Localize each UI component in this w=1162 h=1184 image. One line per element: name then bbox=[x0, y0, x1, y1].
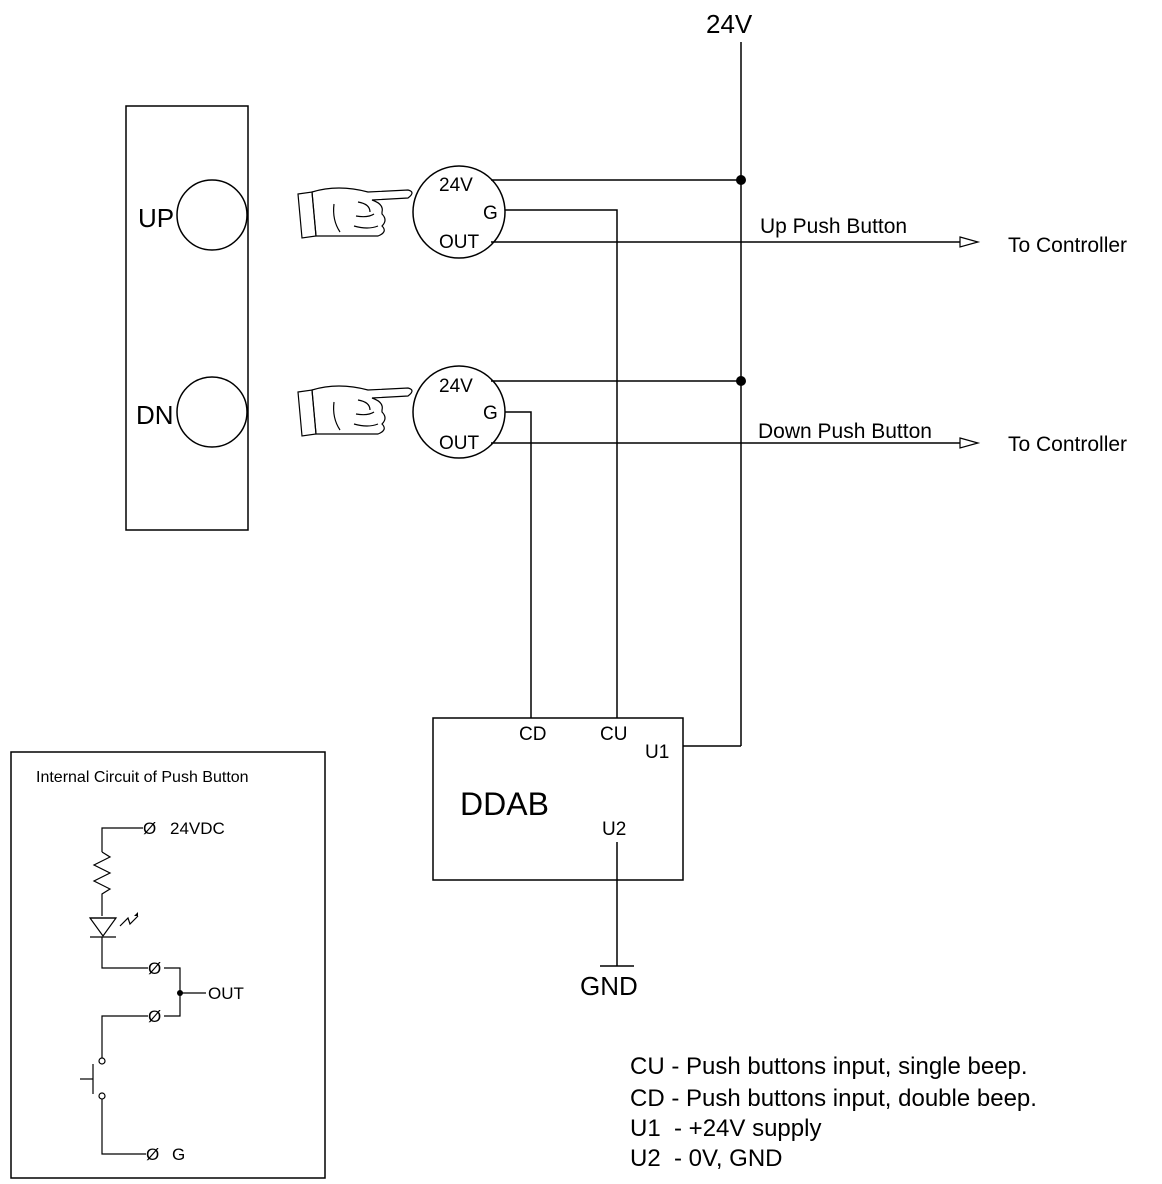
up-button bbox=[176, 179, 248, 251]
up-line-label: Up Push Button bbox=[760, 215, 907, 238]
terminal-g-symbol: Ø bbox=[146, 1145, 159, 1164]
terminal-mid1-symbol: Ø bbox=[148, 959, 161, 978]
ddab-pin-cu: CU bbox=[600, 724, 627, 745]
terminal-g-label: G bbox=[172, 1145, 185, 1164]
button-panel: UP DN bbox=[125, 105, 249, 531]
ddab-pin-u1: U1 bbox=[645, 742, 669, 763]
terminal-24vdc-label: 24VDC bbox=[170, 819, 225, 838]
legend-line-u2: U2 - 0V, GND bbox=[630, 1145, 783, 1172]
led-icon bbox=[88, 912, 139, 938]
terminal-out-label: OUT bbox=[208, 984, 244, 1003]
ground-label: GND bbox=[580, 971, 638, 1001]
dn-pin-24v: 24V bbox=[439, 376, 473, 397]
dn-label: DN bbox=[136, 400, 174, 430]
ddab-pin-cd: CD bbox=[519, 724, 546, 745]
ddab-module: DDAB CD CU U1 U2 bbox=[432, 717, 684, 881]
supply-label: 24V bbox=[706, 9, 753, 39]
up-label: UP bbox=[138, 203, 174, 233]
wire-dn-g-to-cd bbox=[505, 411, 532, 718]
dn-pin-g: G bbox=[483, 403, 498, 424]
up-pin-g: G bbox=[483, 203, 498, 224]
up-pin-24v: 24V bbox=[439, 175, 473, 196]
arrow-dn-out-icon bbox=[959, 437, 981, 449]
hand-pointer-dn-icon bbox=[297, 385, 413, 437]
dn-line-label: Down Push Button bbox=[758, 420, 932, 443]
dn-button bbox=[176, 376, 248, 448]
hand-pointer-up-icon bbox=[297, 187, 413, 239]
terminal-mid2-symbol: Ø bbox=[148, 1007, 161, 1026]
legend: CU - Push buttons input, single beep. CD… bbox=[630, 1053, 1037, 1172]
up-pin-out: OUT bbox=[439, 232, 480, 253]
legend-line-cd: CD - Push buttons input, double beep. bbox=[630, 1085, 1037, 1112]
resistor-icon bbox=[92, 851, 112, 916]
up-push-button-symbol: 24V G OUT bbox=[412, 165, 506, 259]
dn-pin-out: OUT bbox=[439, 433, 480, 454]
pushbutton-switch-icon bbox=[80, 1057, 106, 1100]
wire-up-g-to-cu bbox=[505, 209, 618, 718]
dn-push-button-symbol: 24V G OUT bbox=[412, 365, 506, 459]
internal-circuit-inset: Internal Circuit of Push Button Ø 24VDC … bbox=[10, 751, 326, 1179]
ddab-pin-u2: U2 bbox=[602, 819, 626, 840]
internal-circuit-title: Internal Circuit of Push Button bbox=[36, 769, 249, 786]
dn-dest-label: To Controller bbox=[1008, 433, 1127, 456]
up-dest-label: To Controller bbox=[1008, 234, 1127, 257]
arrow-up-out-icon bbox=[959, 236, 981, 248]
legend-line-u1: U1 - +24V supply bbox=[630, 1115, 821, 1142]
terminal-24vdc-symbol: Ø bbox=[143, 819, 156, 838]
legend-line-cu: CU - Push buttons input, single beep. bbox=[630, 1053, 1028, 1080]
ddab-name: DDAB bbox=[460, 786, 549, 822]
